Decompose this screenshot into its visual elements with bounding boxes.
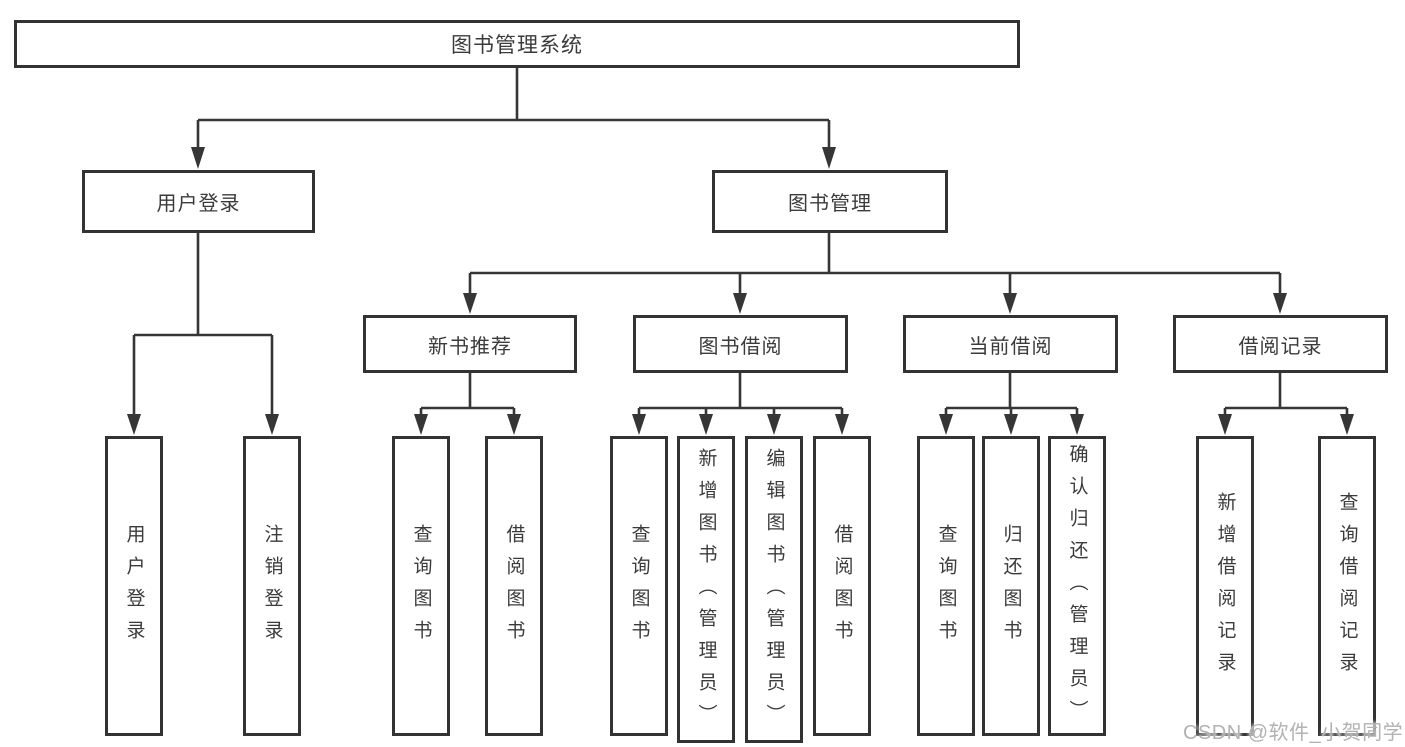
leaf-query-books-borrow: 查询图书 [610, 436, 668, 736]
arrowhead-icons [127, 147, 1354, 435]
leaf-user-login: 用户登录 [105, 436, 163, 736]
leaf-query-books-recommend: 查询图书 [392, 436, 450, 736]
leaf-logout: 注销登录 [243, 436, 301, 736]
node-book-management: 图书管理 [712, 170, 948, 233]
leaf-borrow-books: 借阅图书 [813, 436, 871, 736]
node-system-root: 图书管理系统 [14, 20, 1020, 68]
leaf-add-books-admin: 新增图书（管理员） [677, 436, 735, 743]
leaf-query-books-current: 查询图书 [917, 436, 975, 736]
node-user-login: 用户登录 [82, 170, 315, 233]
leaf-borrow-books-recommend: 借阅图书 [485, 436, 543, 736]
leaf-query-borrow-record: 查询借阅记录 [1318, 436, 1376, 736]
leaf-add-borrow-record: 新增借阅记录 [1196, 436, 1254, 736]
node-book-borrow: 图书借阅 [633, 315, 848, 373]
leaf-confirm-return-admin: 确认归还（管理员） [1048, 436, 1106, 736]
node-new-book-recommend: 新书推荐 [363, 315, 577, 373]
leaf-return-books: 归还图书 [982, 436, 1040, 736]
leaf-edit-books-admin: 编辑图书（管理员） [745, 436, 803, 743]
node-current-borrow: 当前借阅 [903, 315, 1118, 373]
csdn-watermark: CSDN @软件_小贺同学 [1183, 722, 1404, 744]
node-borrow-records: 借阅记录 [1173, 315, 1388, 373]
